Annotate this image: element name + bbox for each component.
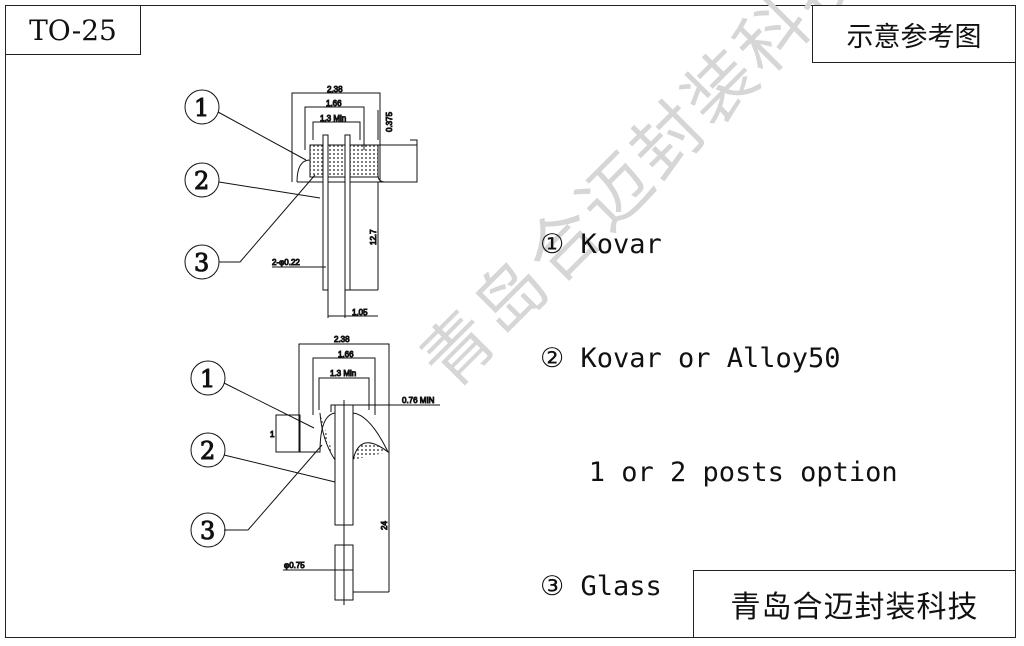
callout-1: 1 <box>200 365 215 393</box>
dim-length: 24 <box>380 521 389 530</box>
legend-item: ② Kovar or Alloy50 <box>540 343 841 374</box>
callout-3: 3 <box>194 249 209 277</box>
dim-length: 12.7 <box>369 229 378 245</box>
dim-pin-dia: 2-φ0.22 <box>272 258 300 267</box>
dim-pitch: 1.05 <box>352 308 368 317</box>
drawing-frame <box>5 5 1016 638</box>
callout-2: 2 <box>200 437 215 465</box>
reference-label: 示意参考图 <box>812 5 1016 63</box>
dim-inner: 1.3 Min <box>330 369 356 378</box>
callout-1: 1 <box>194 94 209 122</box>
dim-mid: 1.66 <box>326 99 342 108</box>
part-title: TO-25 <box>5 5 141 55</box>
drawing-top-view: 2.38 1.66 1.3 Min 0.375 12.7 2-φ0.22 1.0… <box>217 85 418 318</box>
dim-height: 1 <box>270 430 275 439</box>
callout-2: 2 <box>194 167 209 195</box>
dim-overall: 2.38 <box>327 85 343 94</box>
dim-head: 0.76 MIN <box>402 396 435 405</box>
dim-flange: 0.375 <box>385 111 394 132</box>
drawing-side-view: 2.38 1.66 1.3 Min 0.76 MIN 1 24 φ0.75 <box>223 335 440 605</box>
legend-item: ③ Glass <box>540 571 662 602</box>
dim-overall: 2.38 <box>334 335 350 344</box>
company-name: 青岛合迈封装科技 <box>693 570 1016 638</box>
callout-3: 3 <box>200 517 215 545</box>
dim-mid: 1.66 <box>338 350 354 359</box>
legend-item: 1 or 2 posts option <box>540 457 898 488</box>
dim-inner: 1.3 Min <box>320 114 346 123</box>
callouts: 1 2 3 1 2 3 <box>184 89 226 548</box>
legend-item: ① Kovar <box>540 229 662 260</box>
material-legend: ① Kovar ② Kovar or Alloy50 1 or 2 posts … <box>540 150 898 644</box>
dim-pin-dia: φ0.75 <box>284 561 305 570</box>
